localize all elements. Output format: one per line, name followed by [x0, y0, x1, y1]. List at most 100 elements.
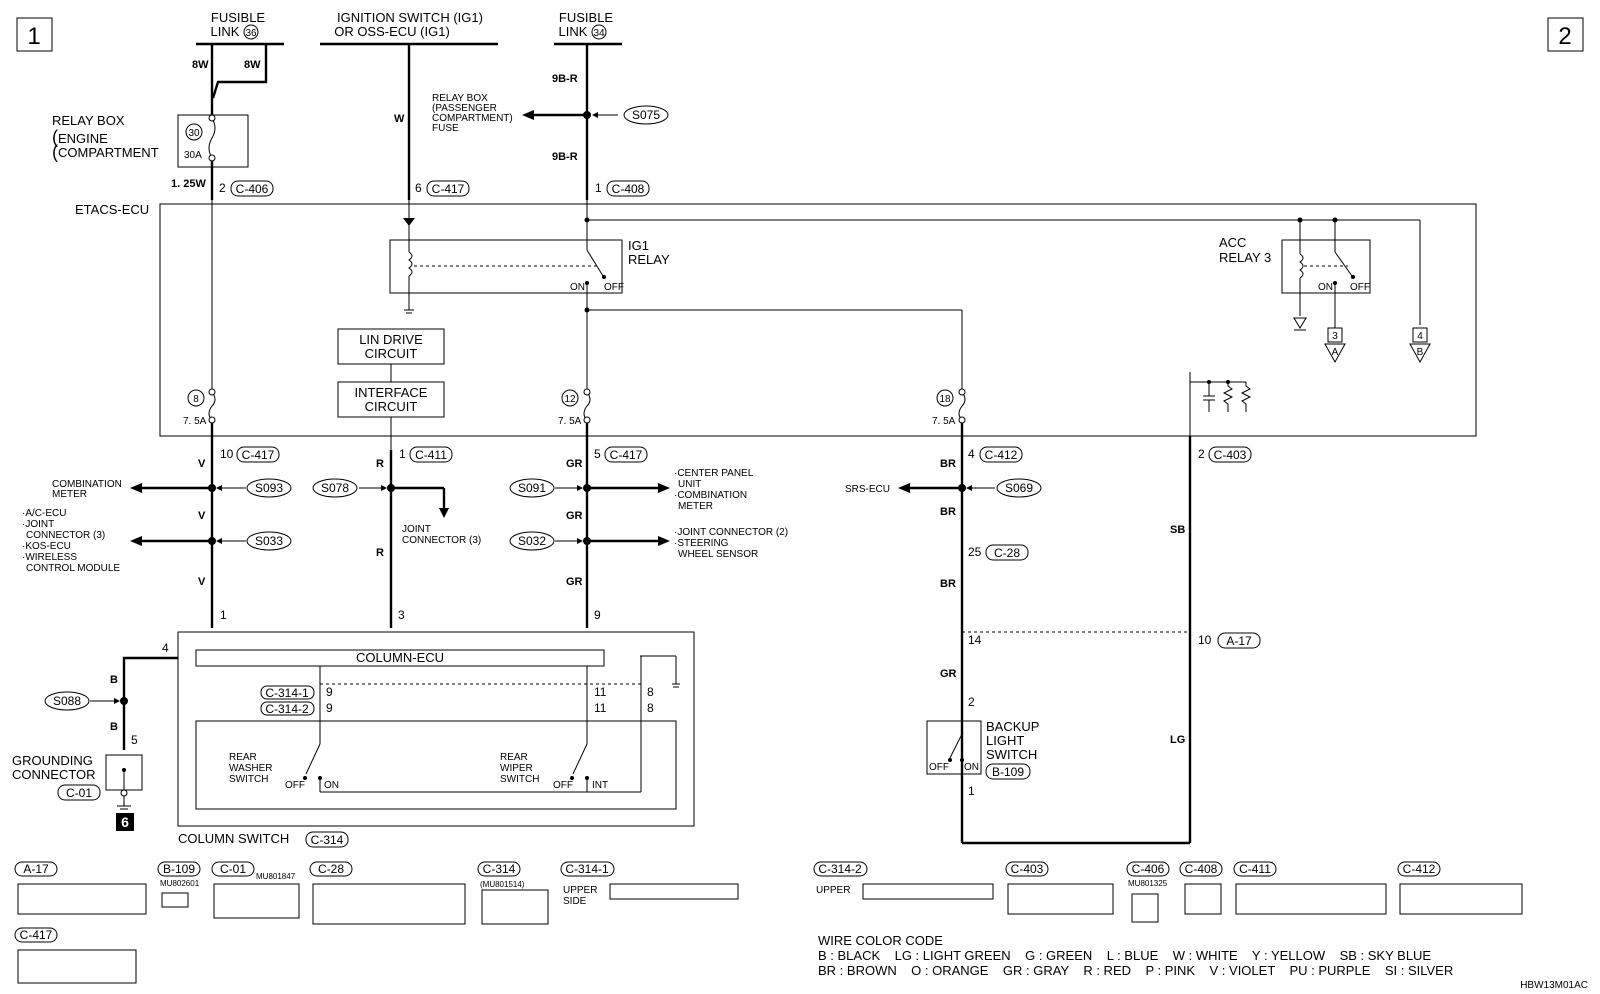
legend-c406: C-406 — [1132, 862, 1165, 876]
pin-10-a17: 10 — [1198, 633, 1212, 647]
fuse-12: 12 7. 5A — [558, 388, 591, 427]
splice-s091: S091 — [518, 481, 546, 495]
interface-label-a: INTERFACE — [355, 385, 428, 400]
splice-s088: S088 — [53, 694, 81, 708]
rear-washer-off: OFF — [285, 780, 305, 791]
column-switch-inner-box — [195, 720, 677, 810]
fuse-8-amp: 7. 5A — [183, 416, 207, 427]
dest-center-panel: ·CENTER PANEL — [674, 468, 754, 479]
wire-8w-b: 8W — [244, 59, 261, 71]
rear-washer-label-b: WASHER — [229, 763, 273, 774]
pin-25-c28: 25 — [968, 545, 982, 559]
wire-br-1: BR — [940, 458, 956, 470]
pin-4-c412: 4 — [968, 447, 975, 461]
acc-off-label: OFF — [1350, 282, 1370, 293]
acc-relay-box — [1281, 239, 1371, 294]
legend-c314-1: C-314-1 — [565, 862, 609, 876]
wire-1-25w: 1. 25W — [171, 178, 206, 190]
legend-c01-shape — [213, 883, 300, 919]
legend-c314-part: (MU801514) — [480, 880, 525, 889]
fusible-link-36-number: 36 — [245, 28, 257, 39]
ig1-on-label: ON — [570, 282, 585, 293]
wire-9br-a: 9B-R — [552, 73, 578, 85]
wire-b-2: B — [110, 721, 118, 733]
rear-washer-on: ON — [324, 780, 339, 791]
pin-9-b: 9 — [326, 701, 333, 715]
ignition-switch-label: IGNITION SWITCH (IG1) — [337, 10, 483, 25]
pin-10-c417: 10 — [220, 447, 234, 461]
pin-2-backup: 2 — [968, 695, 975, 709]
splice-s078: S078 — [321, 481, 349, 495]
relay-box-passenger-l4: FUSE — [432, 123, 459, 134]
fusible-link-36-label-b: LINK — [211, 24, 240, 39]
connector-c28: C-28 — [994, 546, 1020, 560]
dest-joint-a: JOINT — [402, 524, 431, 535]
legend-c408: C-408 — [1185, 862, 1218, 876]
relay-box-compartment-label: COMPARTMENT — [58, 145, 159, 160]
wire-color-code-title: WIRE COLOR CODE — [818, 933, 943, 948]
dest-joint-b: CONNECTOR (3) — [402, 535, 481, 546]
wire-color-code-row2: BR : BROWN O : ORANGE GR : GRAY R : RED … — [818, 963, 1453, 978]
acc-relay-label-b: RELAY 3 — [1219, 250, 1271, 265]
rear-wiper-off: OFF — [553, 780, 573, 791]
wire-v-1: V — [198, 458, 206, 470]
rear-wiper-label-b: WIPER — [500, 763, 533, 774]
legend-c417: C-417 — [20, 928, 53, 942]
grounding-label-a: GROUNDING — [12, 753, 93, 768]
backup-light-label-b: LIGHT — [986, 733, 1024, 748]
pin-14: 14 — [968, 633, 982, 647]
connector-c412: C-412 — [985, 448, 1018, 462]
pin-2-top: 2 — [219, 181, 226, 195]
wire-gr-2: GR — [566, 510, 583, 522]
arrow-4-label: 4 — [1417, 331, 1423, 342]
dest-wheel-sensor: WHEEL SENSOR — [678, 549, 758, 560]
legend-side-a: SIDE — [563, 896, 587, 907]
dest-combination-b: METER — [52, 489, 87, 500]
relay-box-passenger-l1: RELAY BOX — [432, 93, 488, 104]
wire-gr-4: GR — [940, 668, 957, 680]
legend-connectors: A-17 B-109 MU802601 C-01 MU801847 C-28 C… — [14, 861, 1523, 984]
wire-r-2: R — [376, 547, 384, 559]
dest-meter: METER — [678, 501, 713, 512]
dest-combination-a: COMBINATION — [52, 479, 122, 490]
backup-light-switch-box — [926, 720, 982, 775]
fusible-link-36-label: FUSIBLE — [211, 10, 266, 25]
interface-label-b: CIRCUIT — [365, 399, 418, 414]
pin-1-backup: 1 — [968, 784, 975, 798]
dest-joint-connector-2: ·JOINT CONNECTOR (2) — [674, 527, 788, 538]
legend-c408-shape — [1184, 883, 1222, 915]
dest-kos-ecu: ·KOS-ECU — [22, 541, 71, 552]
svg-text:18: 18 — [939, 394, 951, 405]
connector-c314: C-314 — [311, 833, 344, 847]
fuse-12-amp: 7. 5A — [558, 416, 582, 427]
connector-c406: C-406 — [236, 182, 269, 196]
rear-wiper-label-c: SWITCH — [500, 774, 539, 785]
splice-s033: S033 — [255, 534, 283, 548]
legend-c28: C-28 — [318, 862, 344, 876]
legend-c314: C-314 — [483, 862, 516, 876]
svg-text:(: ( — [52, 127, 58, 147]
rear-wiper-label-a: REAR — [500, 752, 528, 763]
pin-8-a: 8 — [647, 685, 654, 699]
legend-b109-shape — [161, 892, 189, 908]
rear-washer-label-c: SWITCH — [229, 774, 268, 785]
pin-1-column: 1 — [220, 608, 227, 622]
splice-s032: S032 — [518, 534, 546, 548]
ig1-relay-label-b: RELAY — [628, 252, 670, 267]
wire-lg: LG — [1170, 734, 1185, 746]
pin-5-ground: 5 — [131, 733, 138, 747]
wire-b-1: B — [110, 674, 118, 686]
fusible-link-34-label-b: LINK — [559, 24, 588, 39]
dest-srs-ecu: SRS-ECU — [845, 484, 890, 495]
relay-box-fuse-number: 30 — [188, 128, 200, 139]
legend-b109-part: MU802601 — [160, 879, 200, 888]
splice-s069: S069 — [1005, 481, 1033, 495]
dest-ac-ecu: ·A/C-ECU — [22, 508, 66, 519]
ig1-relay-label-a: IG1 — [628, 238, 649, 253]
wire-sb: SB — [1170, 524, 1185, 536]
fusible-link-34-label: FUSIBLE — [559, 10, 614, 25]
connector-c314-2: C-314-2 — [265, 702, 309, 716]
connector-c01: C-01 — [66, 786, 92, 800]
dest-steering: ·STEERING — [674, 538, 729, 549]
page-number-right-box — [1547, 17, 1584, 52]
